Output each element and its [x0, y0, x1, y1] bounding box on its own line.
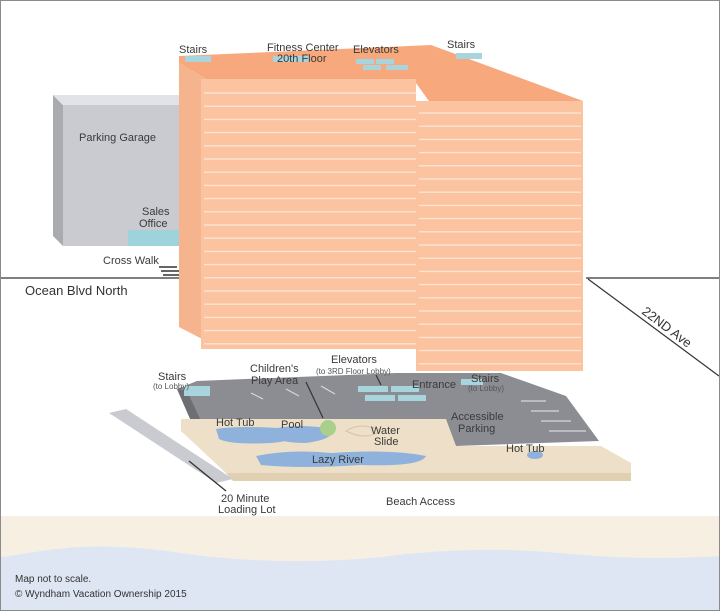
fitness-center-label: Fitness Center: [267, 42, 339, 54]
beach-access-label: Beach Access: [386, 496, 456, 508]
ocean: [1, 546, 719, 610]
loading-lot: [109, 409, 233, 483]
loading-lot-pointer: [188, 460, 227, 492]
parking-garage-top: [53, 95, 181, 105]
lazy-river-label: Lazy River: [312, 454, 364, 466]
accessible-label-1: Accessible: [451, 411, 504, 423]
tower-front-right: [416, 101, 583, 371]
cross-walk: [159, 266, 179, 276]
roof-elevators: [185, 53, 482, 70]
water-slide-label-2: Slide: [374, 436, 398, 448]
22nd-ave-label: 22ND Ave: [639, 303, 695, 350]
driveway: [177, 373, 599, 446]
parking-stripes: [250, 385, 586, 432]
lazy-river: [256, 451, 426, 467]
tower-left-face: [179, 63, 206, 341]
water-slide: [345, 425, 382, 437]
ocean-blvd-label: Ocean Blvd North: [25, 283, 128, 298]
stairs-ground-sub: (to Lobby): [153, 382, 189, 391]
22nd-ave-road: [587, 278, 719, 377]
accessible-label-2: Parking: [458, 423, 495, 435]
stairs-lobby-left: [184, 386, 210, 396]
copyright-note: © Wyndham Vacation Ownership 2015: [15, 589, 187, 600]
hot-tub-right: [527, 451, 543, 459]
sales-office-label-1: Sales: [142, 206, 170, 218]
childrens-pointer: [305, 381, 324, 419]
not-to-scale-note: Map not to scale.: [15, 574, 91, 585]
water-slide-label-1: Water: [371, 425, 400, 437]
sales-office: [128, 230, 181, 246]
elevators-pointer: [375, 374, 382, 386]
stairs-right-sub: (to Lobby): [468, 384, 504, 393]
elevators-ground-sub: (to 3RD Floor Lobby): [316, 367, 391, 376]
entrance-label: Entrance: [412, 379, 456, 391]
hot-tub-right-label: Hot Tub: [506, 443, 545, 455]
stairs-roof-right-label: Stairs: [447, 39, 476, 51]
stairs-lobby-right: [461, 379, 483, 385]
parking-garage-side: [53, 95, 63, 246]
pool: [271, 426, 332, 443]
stairs-roof-left-label: Stairs: [179, 44, 208, 56]
fitness-floor-label: 20th Floor: [277, 53, 327, 65]
sales-office-label-2: Office: [139, 218, 168, 230]
childrens-play-area: [320, 420, 336, 436]
hotel-tower: [179, 45, 583, 371]
cross-walk-label: Cross Walk: [103, 255, 159, 267]
parking-garage-label: Parking Garage: [79, 132, 156, 144]
loading-lot-label-2: Loading Lot: [218, 504, 276, 516]
childrens-label-1: Children's: [250, 363, 299, 375]
pool-label: Pool: [281, 419, 303, 431]
elevator-lobby: [358, 386, 426, 401]
loading-lot-label-1: 20 Minute: [221, 493, 269, 505]
driveway-front: [177, 389, 201, 421]
parking-garage: [63, 105, 181, 246]
elevators-roof-label: Elevators: [353, 44, 399, 56]
childrens-label-2: Play Area: [251, 375, 299, 387]
stairs-ground-label: Stairs: [158, 371, 187, 383]
stairs-right-label: Stairs: [471, 373, 500, 385]
pool-deck-edge: [226, 473, 631, 481]
elevators-ground-label: Elevators: [331, 354, 377, 366]
beach-sand: [1, 516, 719, 562]
hot-tub-left-label: Hot Tub: [216, 417, 255, 429]
